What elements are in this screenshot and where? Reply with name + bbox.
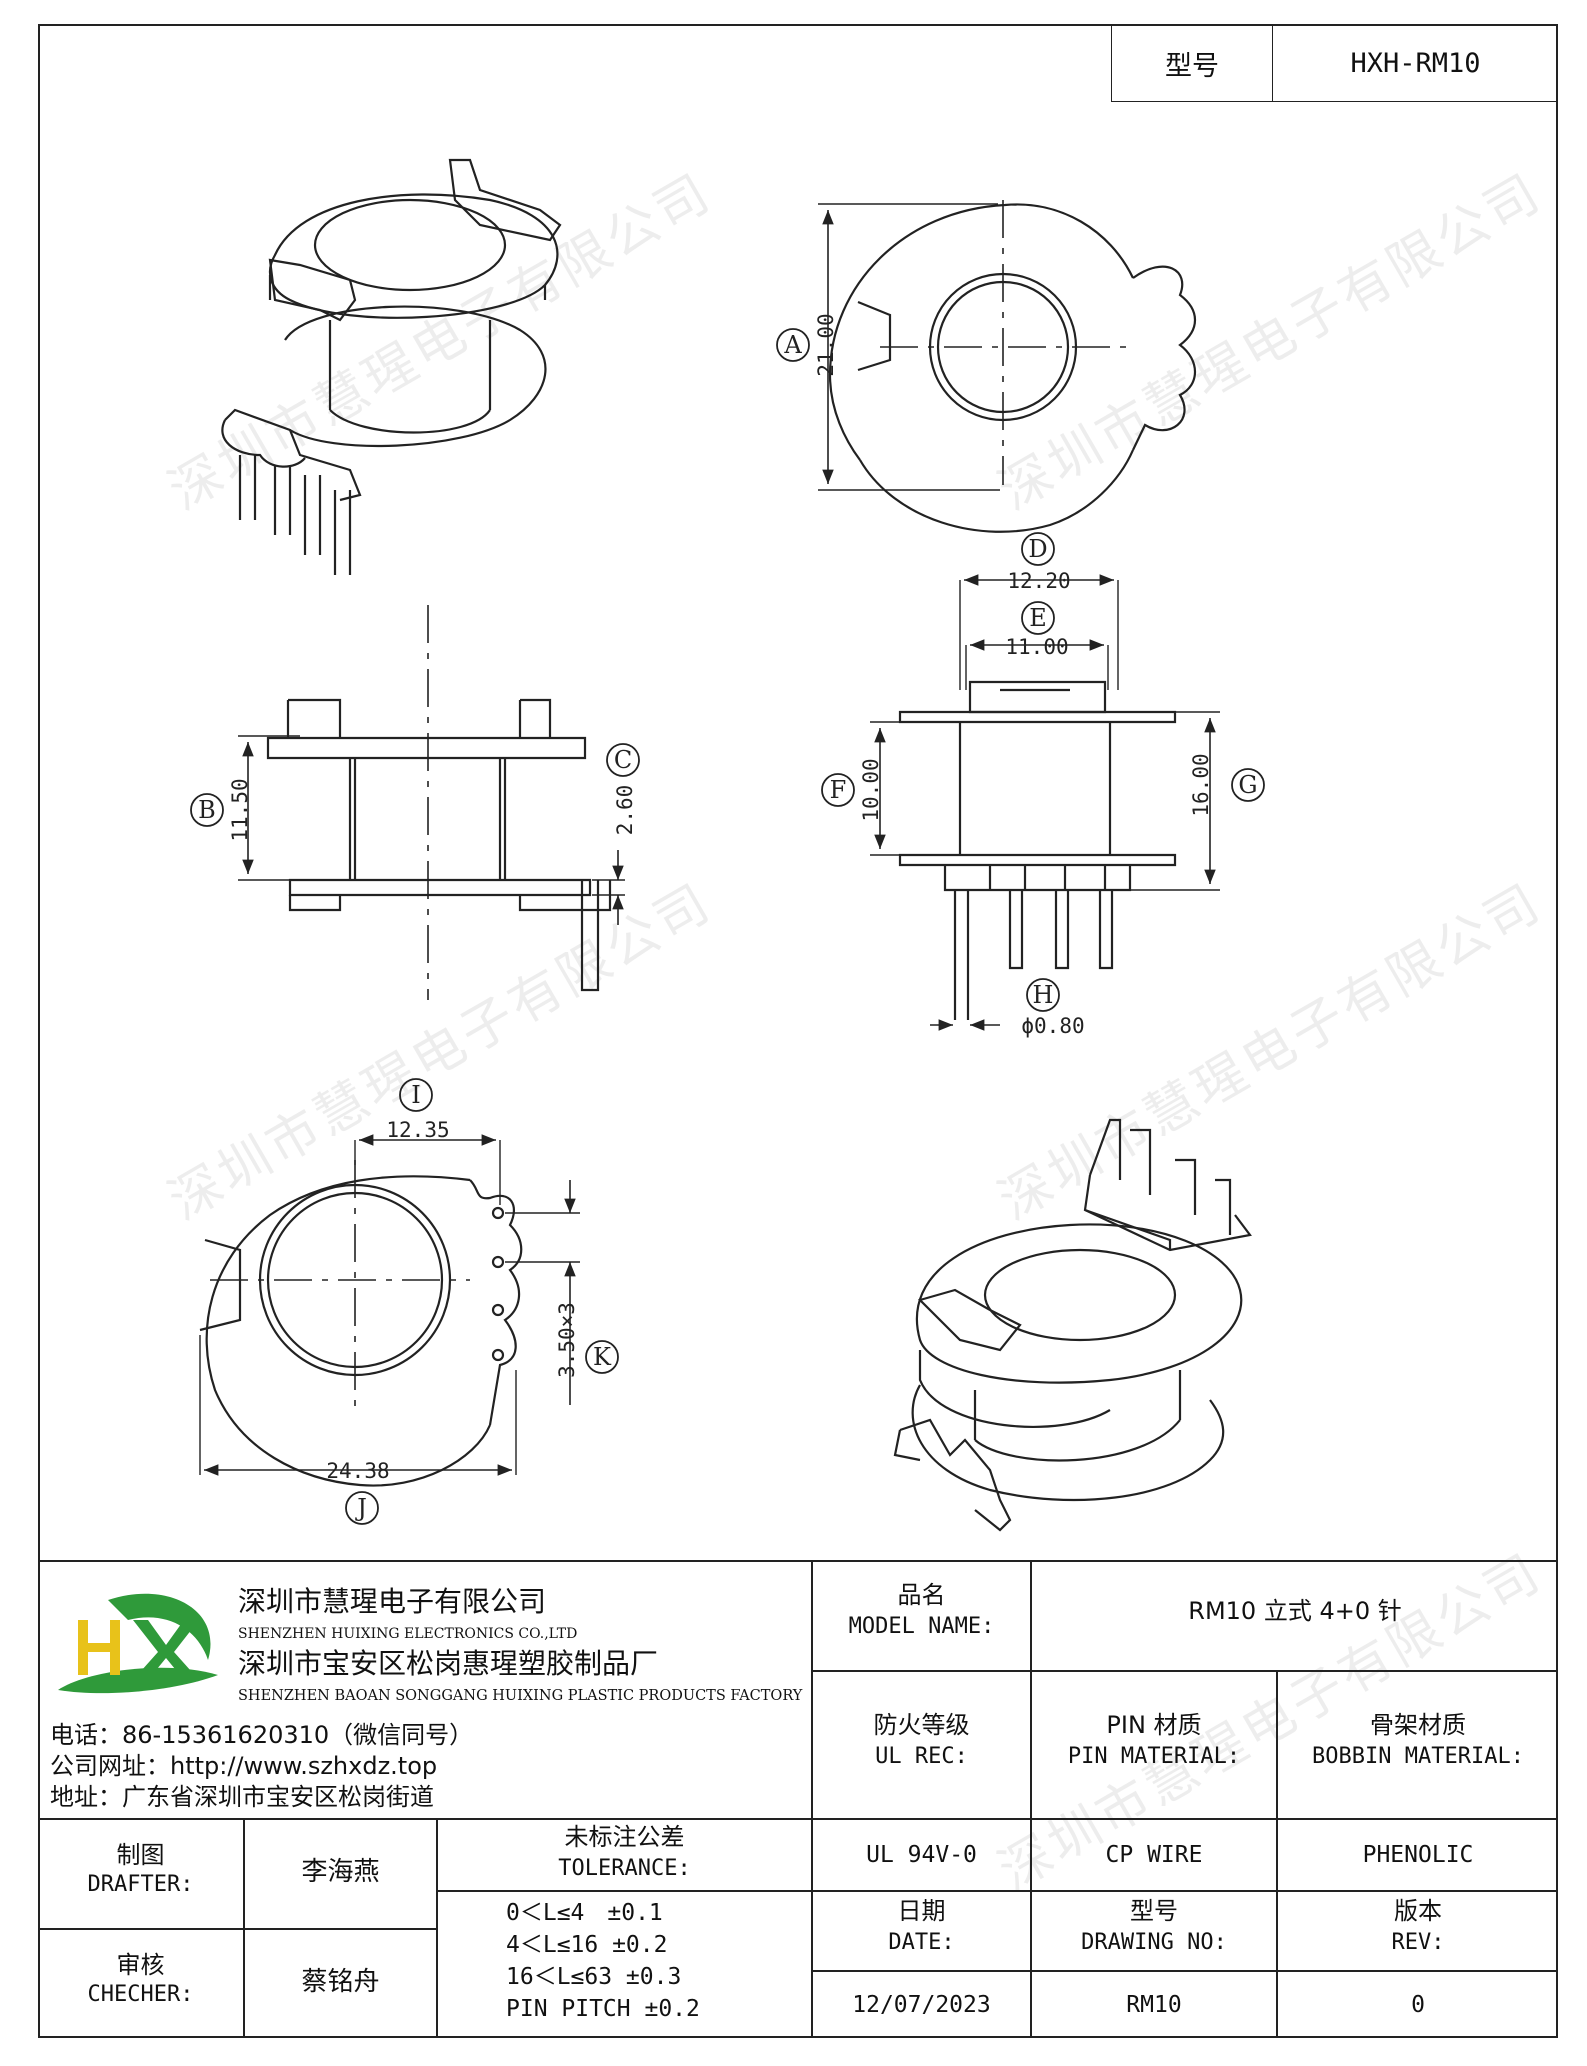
bobbin-label-cn: 骨架材质 (1370, 1711, 1466, 1739)
drawing-no-value: RM10 (1126, 1992, 1182, 2018)
tolerance-label-cn: 未标注公差 (564, 1823, 685, 1851)
drafter-label-cn: 制图 (116, 1841, 165, 1869)
ul-label-cn: 防火等级 (873, 1711, 970, 1739)
dim-letter-h: H (1033, 981, 1054, 1009)
dim-letter-i: I (411, 1081, 420, 1109)
dim-value-i: 12.35 (386, 1118, 449, 1142)
tolerance-line: 0＜L≤4 ±0.1 (506, 1900, 663, 1926)
model-box: 型号 HXH-RM10 (1111, 26, 1558, 102)
dim-value-k: 3.50×3 (555, 1302, 579, 1378)
rev-label-cn: 版本 (1394, 1897, 1442, 1925)
dim-letter-b: B (198, 796, 216, 824)
date-label-en: DATE: (888, 1930, 955, 1955)
model-name-label-cn: 品名 (897, 1581, 946, 1609)
bottom-view (199, 1134, 580, 1487)
dim-value-g: 16.00 (1189, 753, 1213, 816)
model-name-value: RM10 立式 4+0 针 (1188, 1597, 1402, 1625)
isometric-view-top (221, 158, 562, 575)
company-logo (58, 1593, 218, 1694)
dim-value-e: 11.00 (1005, 635, 1068, 659)
dim-value-d: 12.20 (1007, 569, 1070, 593)
checker-name: 蔡铭舟 (301, 1967, 380, 1997)
drafter-name: 李海燕 (301, 1857, 380, 1887)
dim-value-c: 2.60 (613, 785, 637, 836)
tolerance-line: PIN PITCH ±0.2 (506, 1996, 700, 2022)
dim-value-b: 11.50 (228, 778, 252, 841)
pin-label-en: PIN MATERIAL: (1067, 1744, 1241, 1769)
dim-letter-e: E (1029, 604, 1047, 632)
checker-label-cn: 审核 (116, 1951, 165, 1979)
dim-value-h: ϕ0.80 (1021, 1014, 1084, 1038)
date-value: 12/07/2023 (852, 1992, 991, 2018)
ul-label-en: UL REC: (875, 1744, 968, 1769)
technical-drawing: A B C D E F G H I J K 21.00 11.50 2.60 1… (190, 158, 1265, 1532)
company-address: 地址：广东省深圳市宝安区松岗街道 (50, 1783, 434, 1811)
model-label: 型号 (1112, 26, 1273, 101)
drafter-label-en: DRAFTER: (87, 1872, 194, 1897)
date-label-cn: 日期 (897, 1897, 946, 1925)
factory-name-en: SHENZHEN BAOAN SONGGANG HUIXING PLASTIC … (238, 1688, 803, 1704)
bobbin-label-en: BOBBIN MATERIAL: (1312, 1744, 1524, 1769)
company-name-en: SHENZHEN HUIXING ELECTRONICS CO.,LTD (238, 1626, 578, 1642)
company-name-cn: 深圳市慧瑆电子有限公司 (238, 1585, 547, 1618)
drawing-no-label-en: DRAWING NO: (1081, 1930, 1227, 1955)
front-view (238, 605, 625, 1000)
checker-label-en: CHECHER: (87, 1982, 194, 2007)
pin-label-cn: PIN 材质 (1106, 1711, 1202, 1739)
model-name-label-en: MODEL NAME: (848, 1614, 995, 1639)
tolerance-line: 16＜L≤63 ±0.3 (506, 1964, 682, 1990)
isometric-view-bottom (893, 1118, 1252, 1532)
dim-letter-j: J (354, 1494, 367, 1522)
dimension-letters (190, 328, 1265, 1525)
title-block: 深圳市慧瑆电子有限公司 SHENZHEN HUIXING ELECTRONICS… (38, 1560, 1558, 2038)
dim-letter-f: F (830, 776, 847, 804)
company-website: 公司网址：http://www.szhxdz.top (50, 1752, 438, 1780)
dim-value-f: 10.00 (859, 758, 883, 821)
dim-letter-d: D (1028, 535, 1047, 563)
dim-letter-g: G (1238, 771, 1257, 799)
dim-letter-k: K (593, 1343, 612, 1371)
tolerance-line: 4＜L≤16 ±0.2 (506, 1932, 668, 1958)
dim-value-a: 21.00 (814, 313, 838, 376)
pin-value: CP WIRE (1105, 1842, 1203, 1868)
rev-value: 0 (1411, 1992, 1425, 2018)
bobbin-value: PHENOLIC (1362, 1842, 1474, 1868)
ul-value: UL 94V-0 (866, 1842, 977, 1868)
tolerance-label-en: TOLERANCE: (558, 1856, 691, 1881)
dim-value-j: 24.38 (326, 1459, 389, 1483)
drawing-no-label-cn: 型号 (1130, 1897, 1178, 1925)
drawing-frame (38, 24, 1558, 2038)
model-value: HXH-RM10 (1350, 48, 1481, 79)
dim-letter-c: C (614, 746, 632, 774)
top-view (818, 200, 1196, 533)
factory-name-cn: 深圳市宝安区松岗惠瑆塑胶制品厂 (238, 1647, 659, 1680)
rev-label-en: REV: (1391, 1930, 1445, 1955)
company-phone: 电话：86-15361620310（微信同号） (50, 1721, 474, 1749)
dim-letter-a: A (783, 331, 802, 359)
side-view (870, 574, 1220, 1031)
